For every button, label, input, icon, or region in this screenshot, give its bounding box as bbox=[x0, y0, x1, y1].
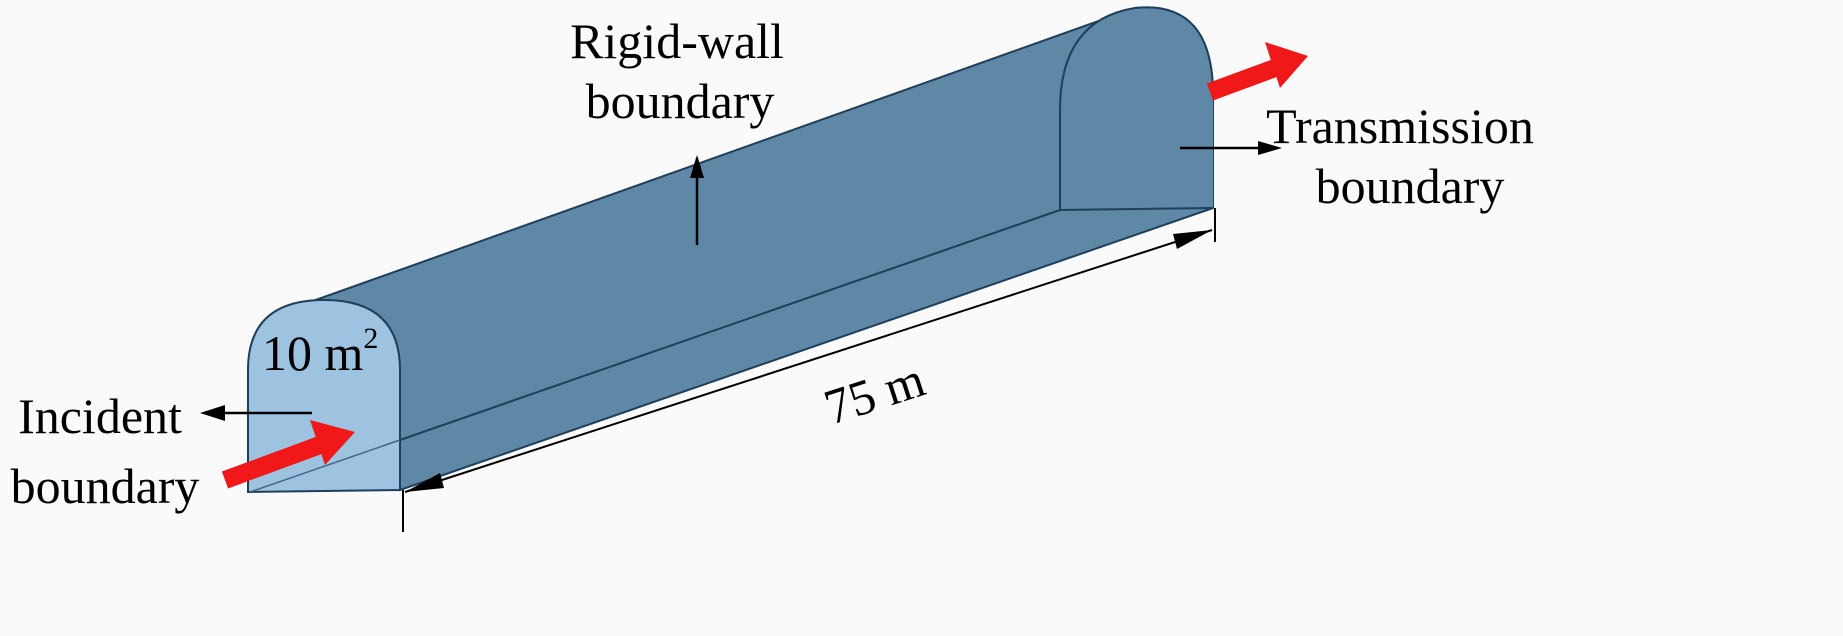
rigid-wall-label-line1: Rigid-wall bbox=[570, 13, 784, 69]
length-label: 75 m bbox=[818, 351, 932, 436]
tunnel-floor-edge bbox=[399, 209, 1061, 441]
incident-arrowhead bbox=[200, 405, 225, 421]
transmission-label-line2: boundary bbox=[1316, 158, 1505, 214]
dimension-arrow-left bbox=[405, 473, 444, 492]
tunnel-far-end-face bbox=[1059, 6, 1214, 212]
transmission-label-line1: Transmission bbox=[1266, 98, 1534, 154]
incident-label-line1: Incident bbox=[18, 388, 182, 444]
tunnel-front-face bbox=[247, 298, 401, 494]
rigid-wall-label-line2: boundary bbox=[586, 73, 775, 129]
transmission-flow-arrow bbox=[1206, 42, 1308, 101]
incident-flow-arrow bbox=[221, 420, 355, 489]
dimension-line bbox=[404, 229, 1213, 493]
incident-label-line2: boundary bbox=[11, 458, 200, 514]
transmission-arrowhead bbox=[1258, 141, 1282, 155]
area-label: 10 m2 bbox=[262, 322, 378, 381]
dimension-arrow-right bbox=[1173, 230, 1212, 249]
tunnel-bottom-left-edge bbox=[249, 439, 401, 493]
rigid-wall-arrowhead bbox=[690, 155, 704, 178]
